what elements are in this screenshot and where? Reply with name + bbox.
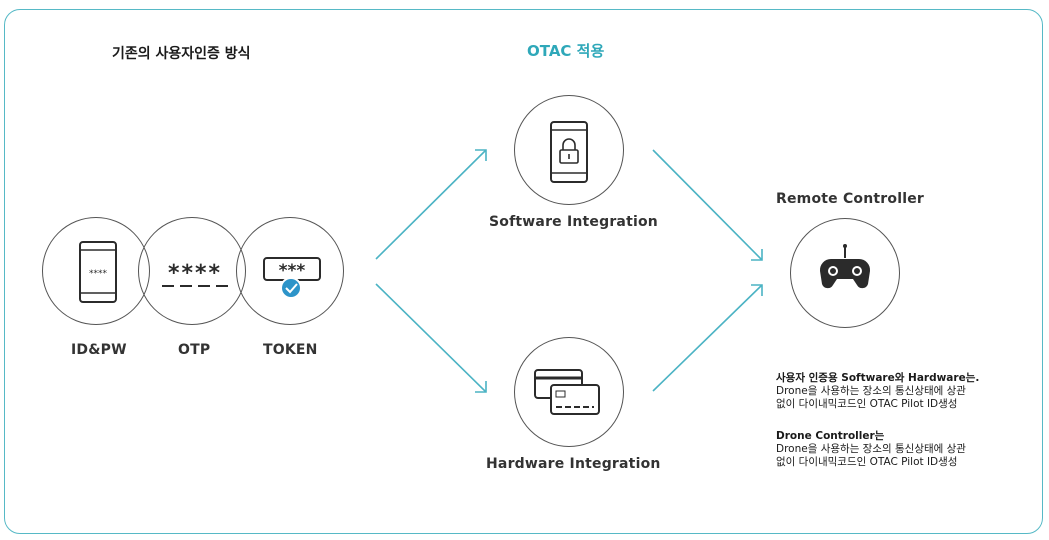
desc1-line2: 없이 다이내믹코드인 OTAC Pilot ID생성 bbox=[776, 398, 958, 410]
arrow-to-software bbox=[375, 149, 487, 260]
arrow-software-to-controller bbox=[652, 149, 763, 261]
token-card-check-icon: *** bbox=[263, 257, 321, 299]
svg-text:****: **** bbox=[168, 261, 222, 286]
desc1-title: 사용자 인증용 Software와 Hardware bbox=[776, 372, 966, 384]
arrow-to-hardware bbox=[375, 283, 487, 393]
hardware-circle bbox=[514, 337, 624, 447]
otp-label: OTP bbox=[178, 342, 211, 358]
phone-lock-icon bbox=[550, 121, 588, 183]
legacy-auth-title: 기존의 사용자인증 방식 bbox=[112, 46, 251, 62]
gamepad-icon bbox=[819, 244, 871, 289]
software-circle bbox=[514, 95, 624, 205]
desc2-title-suffix: 는 bbox=[874, 430, 885, 442]
token-label: TOKEN bbox=[263, 342, 318, 358]
asterisk-code-icon: **** bbox=[162, 261, 228, 287]
desc1-line1: Drone을 사용하는 장소의 통신상태에 상관 bbox=[776, 385, 966, 397]
desc2-line2: 없이 다이내믹코드인 OTAC Pilot ID생성 bbox=[776, 456, 958, 468]
diagram-frame bbox=[4, 9, 1043, 534]
desc1-title-suffix: 는. bbox=[965, 372, 980, 384]
hardware-integration-label: Hardware Integration bbox=[486, 456, 661, 472]
description-block-software-hardware: 사용자 인증용 Software와 Hardware는. Drone을 사용하는… bbox=[776, 372, 979, 411]
arrow-hardware-to-controller bbox=[652, 284, 763, 392]
phone-password-icon: **** bbox=[79, 241, 117, 303]
remote-controller-label: Remote Controller bbox=[776, 191, 925, 207]
description-block-controller: Drone Controller는 Drone을 사용하는 장소의 통신상태에 … bbox=[776, 430, 966, 469]
idpw-label: ID&PW bbox=[71, 342, 127, 358]
desc2-line1: Drone을 사용하는 장소의 통신상태에 상관 bbox=[776, 443, 966, 455]
desc2-title: Drone Controller bbox=[776, 430, 875, 442]
otac-title: OTAC 적용 bbox=[527, 42, 605, 60]
controller-circle bbox=[790, 218, 900, 328]
svg-text:****: **** bbox=[89, 269, 108, 279]
svg-text:***: *** bbox=[279, 261, 306, 281]
flow-arrows bbox=[375, 149, 763, 393]
token-circle bbox=[236, 217, 344, 325]
software-integration-label: Software Integration bbox=[489, 214, 658, 230]
cards-icon bbox=[534, 369, 600, 415]
